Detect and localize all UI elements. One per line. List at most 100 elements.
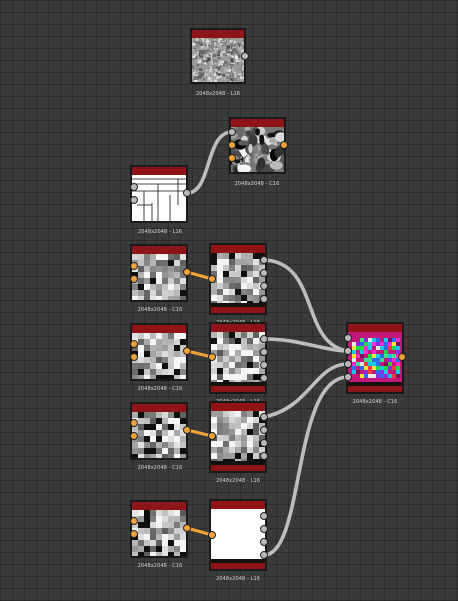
graph-node-cells-3[interactable] [130, 402, 192, 460]
node-caption: 2048x2048 - C16 [234, 181, 280, 187]
node-header[interactable] [130, 402, 188, 412]
graph-node-cells-2[interactable] [130, 323, 192, 381]
node-thumbnail [132, 175, 186, 221]
connection-wire[interactable] [185, 130, 234, 195]
output-port[interactable] [260, 282, 268, 290]
input-port[interactable] [208, 275, 216, 283]
input-port[interactable] [208, 353, 216, 361]
connection-wire[interactable] [185, 428, 214, 438]
connection-wire[interactable] [185, 349, 214, 359]
node-header[interactable] [190, 28, 246, 38]
node-caption: 2048x2048 - C16 [137, 386, 183, 392]
node-header[interactable] [209, 322, 267, 332]
input-port[interactable] [228, 154, 236, 162]
connection-wire[interactable] [262, 258, 350, 353]
graph-node-merge-color[interactable] [346, 322, 404, 394]
node-header[interactable] [209, 401, 267, 411]
node-header[interactable] [130, 165, 188, 175]
graph-node-noise-top[interactable] [190, 28, 248, 86]
output-port[interactable] [183, 426, 191, 434]
graph-node-blend-1[interactable] [209, 243, 271, 315]
output-port[interactable] [260, 269, 268, 277]
node-header[interactable] [346, 322, 404, 332]
input-port[interactable] [228, 141, 236, 149]
input-port[interactable] [130, 275, 138, 283]
graph-node-planks[interactable] [130, 165, 188, 223]
output-port[interactable] [260, 525, 268, 533]
node-thumbnail [225, 123, 289, 178]
output-port[interactable] [260, 348, 268, 356]
connection-wire[interactable] [262, 337, 350, 353]
graph-node-blend-2[interactable] [209, 322, 271, 394]
node-thumbnail [211, 509, 265, 559]
graph-node-blend-3[interactable] [209, 401, 271, 473]
connection-wire[interactable] [262, 362, 350, 419]
node-caption: 2048x2048 - C16 [137, 465, 183, 471]
input-port[interactable] [344, 360, 352, 368]
output-port[interactable] [260, 361, 268, 369]
input-port[interactable] [344, 334, 352, 342]
input-port[interactable] [344, 347, 352, 355]
node-header[interactable] [130, 244, 188, 254]
input-port[interactable] [208, 432, 216, 440]
input-port[interactable] [228, 128, 236, 136]
output-port[interactable] [260, 452, 268, 460]
node-header[interactable] [130, 323, 188, 333]
output-port[interactable] [183, 268, 191, 276]
input-port[interactable] [130, 432, 138, 440]
output-port[interactable] [260, 374, 268, 382]
node-caption: 2048x2048 - C16 [137, 563, 183, 569]
node-caption: 2048x2048 - C16 [137, 307, 183, 313]
node-caption: 2048x2048 - L16 [215, 478, 261, 484]
output-port[interactable] [260, 335, 268, 343]
node-caption: 2048x2048 - L16 [215, 576, 261, 582]
output-port[interactable] [260, 512, 268, 520]
output-port[interactable] [260, 439, 268, 447]
connection-wire[interactable] [185, 270, 214, 281]
node-thumbnail [132, 412, 192, 460]
input-port[interactable] [130, 517, 138, 525]
input-port[interactable] [208, 531, 216, 539]
graph-node-cells-1[interactable] [130, 244, 192, 302]
output-port[interactable] [183, 524, 191, 532]
node-header[interactable] [209, 243, 267, 253]
graph-node-solid-white[interactable] [209, 499, 267, 571]
connection-wire[interactable] [185, 526, 214, 537]
input-port[interactable] [130, 530, 138, 538]
node-header[interactable] [229, 117, 286, 127]
graph-node-noise-warp[interactable] [225, 117, 289, 178]
output-port[interactable] [183, 189, 191, 197]
output-port[interactable] [260, 413, 268, 421]
output-port[interactable] [398, 353, 406, 361]
node-header[interactable] [130, 500, 188, 510]
output-port[interactable] [241, 52, 249, 60]
output-port[interactable] [280, 141, 288, 149]
node-footer [209, 386, 267, 394]
node-footer [209, 307, 267, 315]
output-port[interactable] [260, 538, 268, 546]
output-port[interactable] [260, 256, 268, 264]
input-port[interactable] [344, 373, 352, 381]
node-header[interactable] [209, 499, 267, 509]
output-port[interactable] [260, 295, 268, 303]
node-footer [209, 563, 267, 571]
input-port[interactable] [130, 340, 138, 348]
input-port[interactable] [130, 262, 138, 270]
input-port[interactable] [130, 419, 138, 427]
input-port[interactable] [130, 196, 138, 204]
node-thumbnail [211, 253, 271, 307]
input-port[interactable] [130, 183, 138, 191]
node-thumbnail [132, 333, 192, 381]
connection-wire[interactable] [262, 375, 350, 557]
output-port[interactable] [183, 347, 191, 355]
output-port[interactable] [260, 426, 268, 434]
output-port[interactable] [260, 551, 268, 559]
node-caption: 2048x2048 - L16 [137, 229, 183, 235]
node-thumbnail [211, 332, 271, 386]
input-port[interactable] [130, 353, 138, 361]
graph-node-cells-4[interactable] [130, 500, 192, 558]
node-thumbnail [211, 411, 271, 465]
node-thumbnail [132, 254, 192, 302]
